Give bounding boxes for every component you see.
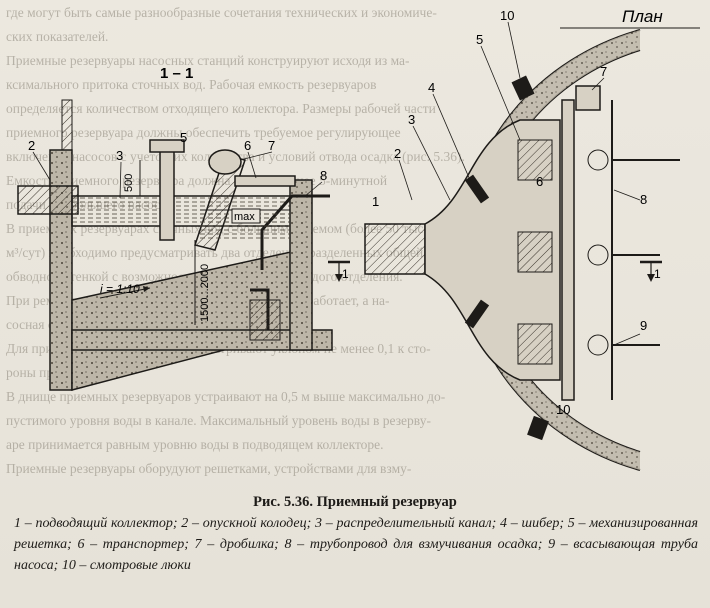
bleed-through-line: ксимального притока сточных вод. Рабочая… bbox=[6, 77, 377, 92]
mechanized-screen bbox=[159, 149, 175, 241]
callout-plan-5: 5 bbox=[476, 32, 483, 47]
callout-plan-4: 4 bbox=[428, 80, 435, 95]
plan-manhole-bottom bbox=[527, 415, 549, 441]
callout-section-3: 3 bbox=[116, 148, 123, 163]
crusher bbox=[208, 149, 242, 175]
section-cut-marks: 1 1 bbox=[328, 260, 662, 282]
outlet-pipe bbox=[249, 299, 281, 341]
bleed-through-line: м³/сут) необходимо предусматривать два о… bbox=[6, 245, 424, 260]
callout-plan-8: 8 bbox=[640, 192, 647, 207]
callout-section-5: 5 bbox=[180, 130, 187, 145]
callout-plan-7: 7 bbox=[600, 64, 607, 79]
callout-plan-1: 1 bbox=[372, 194, 379, 209]
max-level-label: max bbox=[234, 211, 255, 223]
bleed-through-line: ских показателей. bbox=[6, 29, 109, 44]
left-wall-upper bbox=[61, 99, 73, 151]
dim-1500-2000: 1500...2000 bbox=[199, 264, 211, 322]
slope-label: i = 1:10 bbox=[100, 282, 140, 296]
conveyor bbox=[234, 175, 296, 187]
inflow-pipe bbox=[17, 185, 79, 215]
section-view: 1 – 1 bbox=[17, 65, 333, 391]
plan-manhole-top bbox=[511, 75, 535, 101]
bleed-through-line: приемного резервуара должны обеспечить т… bbox=[6, 125, 401, 140]
callout-section-7: 7 bbox=[268, 138, 275, 153]
bleed-through-line: определяется количеством отходящего колл… bbox=[6, 101, 436, 116]
plan-label: План bbox=[622, 7, 663, 26]
figure-drawing: 1 – 1 bbox=[17, 7, 700, 471]
callout-section-2: 2 bbox=[28, 138, 35, 153]
callout-plan-2: 2 bbox=[394, 146, 401, 161]
plan-distribution-channel bbox=[424, 119, 561, 381]
callout-plan-6: 6 bbox=[536, 174, 543, 189]
plan-screens bbox=[517, 139, 553, 365]
cut-mark-left-label: 1 bbox=[342, 267, 349, 281]
bleed-through-line: пустимого уровня воды в канале. Максимал… bbox=[6, 413, 431, 428]
callout-plan-10-top: 10 bbox=[500, 8, 514, 23]
figure-caption-title: Рис. 5.36. Приемный резервуар bbox=[253, 494, 457, 510]
callout-section-6: 6 bbox=[244, 138, 251, 153]
right-wall bbox=[289, 179, 313, 351]
section-label: 1 – 1 bbox=[160, 65, 193, 82]
bleed-through-line: аре принимается равным уровню воды в под… bbox=[6, 437, 384, 452]
callout-plan-3: 3 bbox=[408, 112, 415, 127]
cut-mark-right-label: 1 bbox=[654, 267, 661, 281]
plan-view: План bbox=[364, 7, 700, 471]
plan-suction-pipes bbox=[587, 149, 680, 356]
plan-inflow-pipe bbox=[364, 223, 426, 275]
plan-gate-upper bbox=[464, 174, 490, 204]
bleed-through-line: Приемные резервуары оборудуют решетками,… bbox=[6, 461, 412, 476]
callout-section-8: 8 bbox=[320, 168, 327, 183]
callout-plan-10-bottom: 10 bbox=[556, 402, 570, 417]
dim-500: 500 bbox=[123, 174, 135, 192]
callout-plan-9: 9 bbox=[640, 318, 647, 333]
plan-callouts: 10 5 4 3 2 1 7 6 8 9 10 bbox=[372, 8, 647, 417]
section-callouts: 2 3 5 6 7 8 bbox=[28, 130, 327, 199]
figure-caption-legend: 1 – подводящий коллектор; 2 – опускной к… bbox=[14, 516, 698, 573]
bleed-through-line: Приемные резервуары насосных станций кон… bbox=[6, 53, 410, 68]
plan-crusher bbox=[575, 85, 601, 111]
plan-gate-lower bbox=[464, 299, 490, 329]
bleed-through-line: где могут быть самые разнообразные сочет… bbox=[6, 5, 437, 20]
plan-conveyor bbox=[561, 99, 575, 401]
bleed-through-line: В днище приемных резервуаров устраивают … bbox=[6, 389, 446, 404]
